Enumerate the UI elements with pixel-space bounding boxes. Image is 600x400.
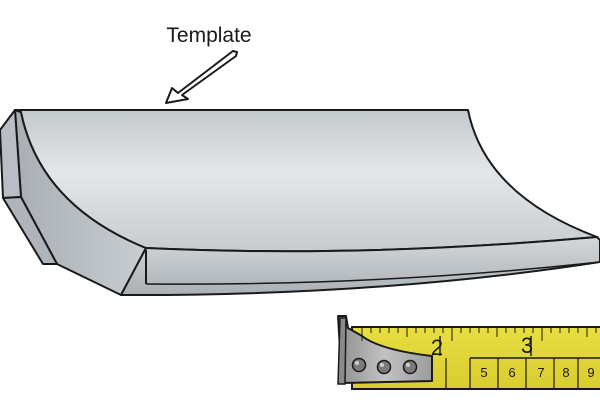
tape-minor-label: 5 [480,365,487,380]
tape-minor-label: 9 [587,365,594,380]
tape-minor-label: 6 [508,365,515,380]
rivet [376,359,392,375]
tape-ticks [361,327,597,389]
tape-major-label: 2 [431,335,443,360]
tape-minor-label: 8 [562,365,569,380]
rivet [402,359,418,375]
callout-label: Template [166,24,251,47]
tape-major-label: 3 [521,333,533,358]
template-shape [0,109,600,297]
rivet [351,357,367,373]
callout-arrow [165,50,238,104]
tape-measure: 2 3 5 6 7 8 9 [337,315,600,390]
tape-minor-label: 7 [537,365,544,380]
